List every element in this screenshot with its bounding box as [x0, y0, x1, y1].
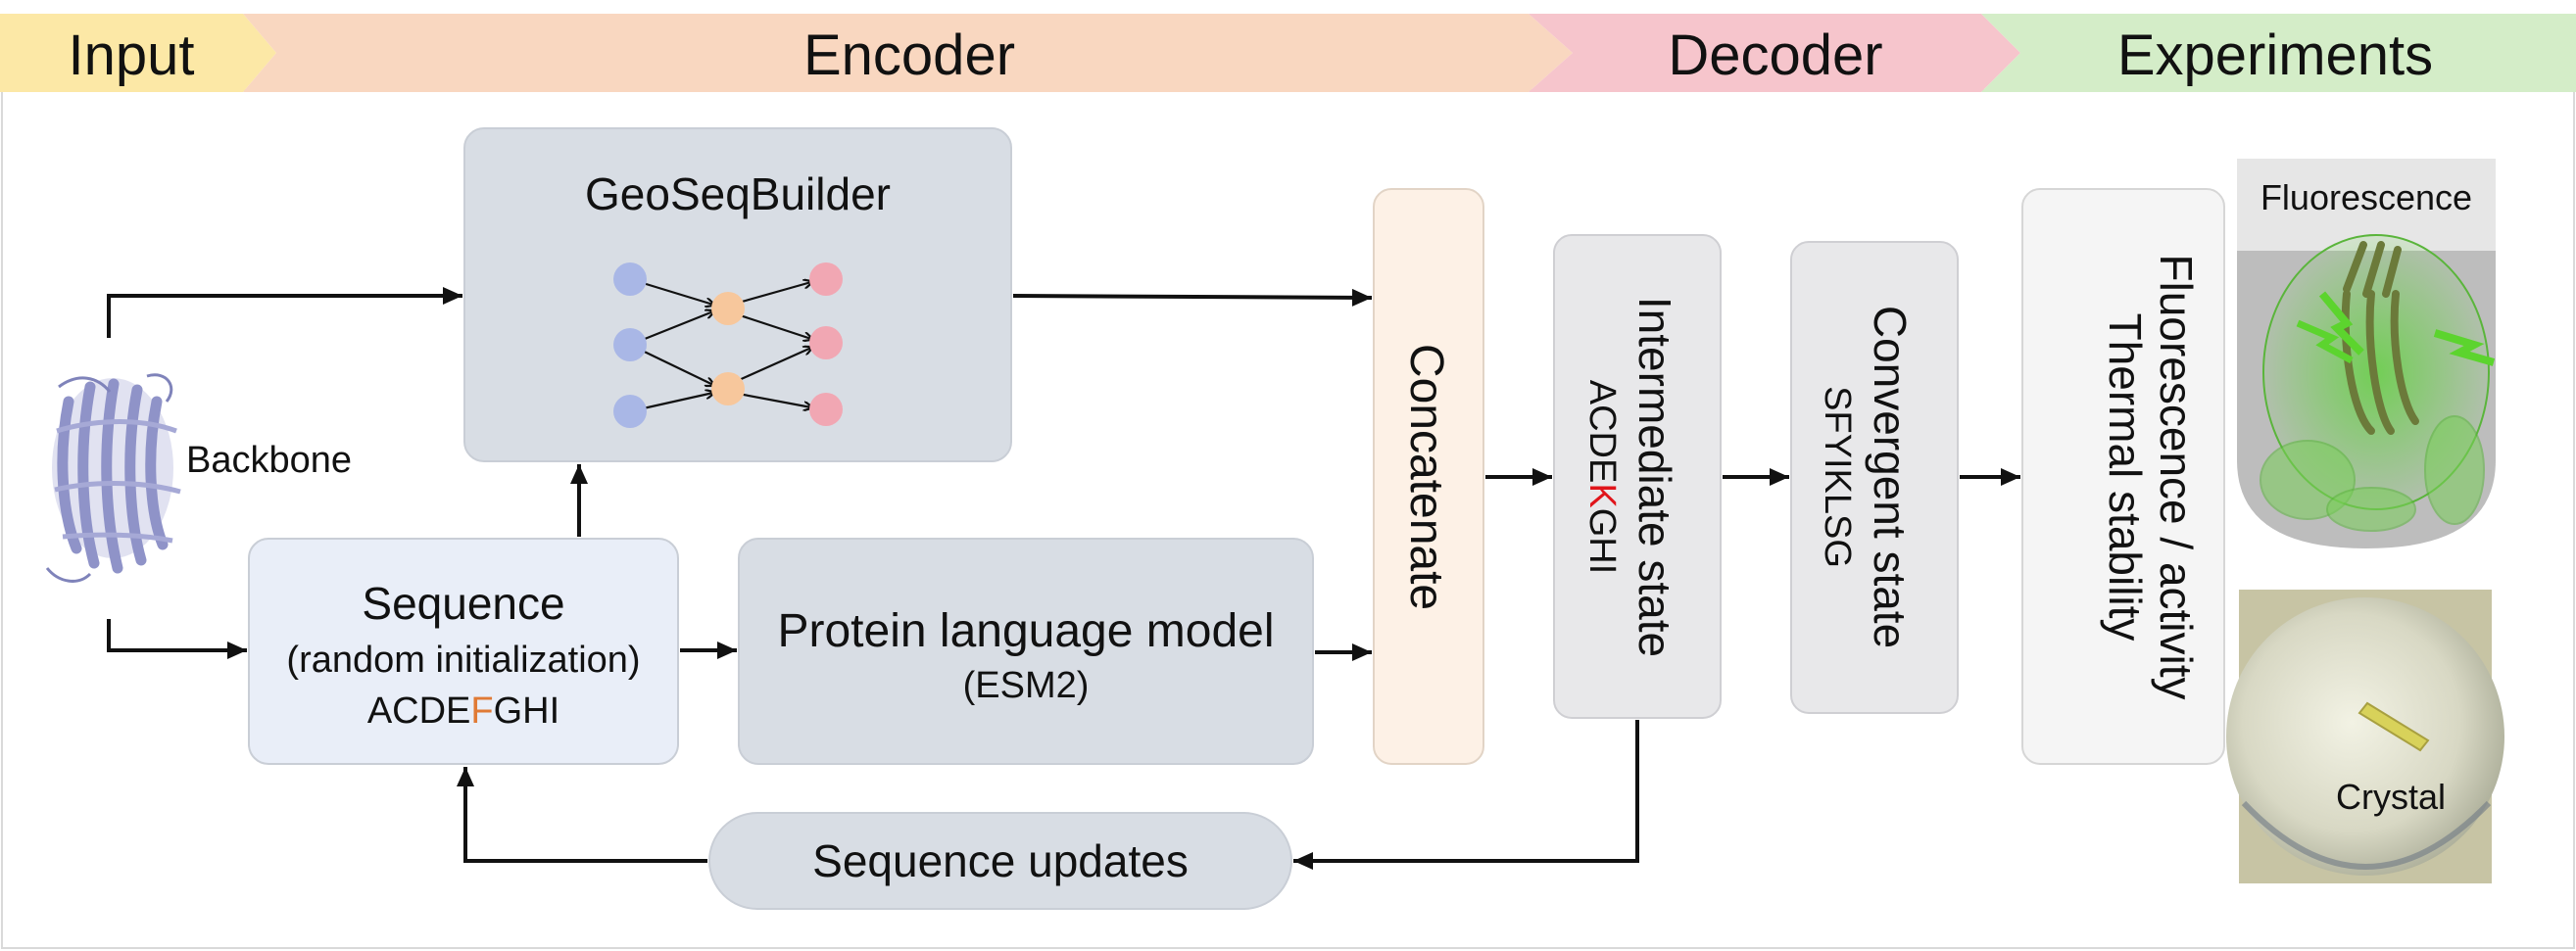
stage-band-encoder	[243, 14, 1573, 92]
arrow-backbone-to-sequence	[107, 619, 247, 659]
stage-label-encoder: Encoder	[803, 24, 1015, 87]
intermediate-state-title: Intermediate state	[1629, 297, 1680, 657]
sequence-updates-pill	[708, 812, 1292, 910]
concatenate-box	[1373, 188, 1484, 765]
sequence-mutated-residue: F	[470, 690, 493, 732]
neural-net-icon	[613, 262, 843, 428]
sequence-updates-label: Sequence updates	[812, 835, 1189, 886]
sequence-title: Sequence	[362, 578, 564, 629]
stage-label-experiments: Experiments	[2117, 24, 2433, 87]
stage-label-input: Input	[69, 24, 195, 87]
intermediate-mutated-residue: K	[1581, 483, 1623, 507]
sequence-prefix: ACDE	[367, 690, 471, 732]
intermediate-seq-suffix: GHI	[1581, 508, 1623, 575]
sequence-string: ACDEFGHI	[367, 690, 559, 732]
intermediate-state-box	[1553, 234, 1722, 719]
flow-arrows	[107, 287, 2020, 870]
convergent-state-title: Convergent state	[1865, 306, 1916, 648]
plm-title: Protein language model	[777, 605, 1274, 657]
arrow-updates-to-sequence	[457, 767, 707, 863]
sequence-suffix: GHI	[494, 690, 560, 732]
stage-band-input	[0, 14, 276, 92]
arrow-geoseq-to-concat	[1012, 288, 1373, 307]
arrow-backbone-to-geoseq	[107, 287, 462, 338]
crystal-label: Crystal	[2336, 777, 2446, 817]
sequence-subtitle: (random initialization)	[286, 640, 640, 681]
convergent-state-sequence: SFYIKLSG	[1817, 386, 1858, 568]
sequence-box	[248, 538, 679, 765]
plm-box	[738, 538, 1314, 765]
convergent-state-box	[1790, 241, 1959, 714]
geoseqbuilder-title: GeoSeqBuilder	[585, 168, 891, 219]
experiments-line-1: Fluorescence / activity	[2151, 254, 2202, 699]
geoseqbuilder-box	[463, 127, 1012, 462]
backbone-protein-icon	[45, 373, 181, 583]
plm-subtitle: (ESM2)	[963, 665, 1090, 706]
stage-label-decoder: Decoder	[1668, 24, 1882, 87]
fluorescence-label: Fluorescence	[2260, 177, 2472, 217]
experiments-box	[2021, 188, 2225, 765]
arrow-intermediate-to-updates	[1293, 720, 1639, 870]
backbone-label: Backbone	[186, 440, 352, 481]
concatenate-label: Concatenate	[1400, 344, 1452, 610]
stage-band-decoder	[1529, 14, 2020, 92]
intermediate-seq-prefix: ACDE	[1581, 380, 1623, 484]
intermediate-state-sequence: ACDEKGHI	[1581, 380, 1623, 575]
stage-band-experiments	[1981, 14, 2576, 92]
experiments-line-2: Thermal stability	[2100, 313, 2151, 642]
fluorescence-image	[2237, 159, 2496, 548]
crystal-image	[2226, 590, 2504, 883]
stage-header: Input Encoder Decoder Experiments	[0, 14, 2576, 92]
